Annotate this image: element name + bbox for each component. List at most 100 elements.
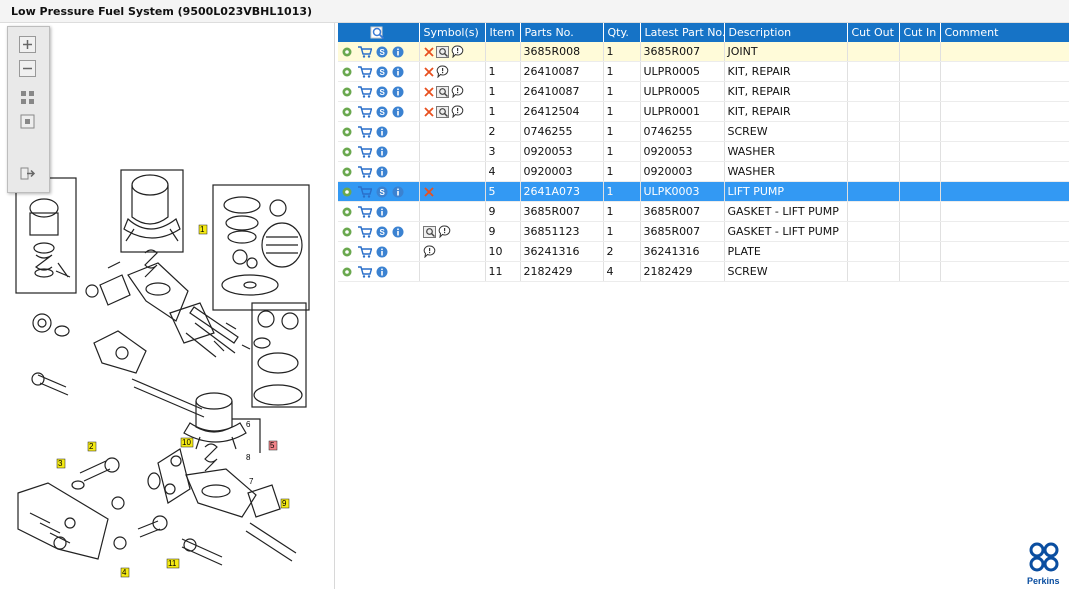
note-icon[interactable] xyxy=(435,85,450,98)
cell-qty: 1 xyxy=(603,181,641,202)
cart-icon[interactable] xyxy=(357,106,372,118)
info-icon[interactable] xyxy=(392,106,404,118)
info-icon[interactable] xyxy=(392,186,404,198)
info-icon[interactable] xyxy=(376,266,388,278)
info-icon[interactable] xyxy=(392,226,404,238)
cart-icon[interactable] xyxy=(357,186,372,198)
comment-icon[interactable] xyxy=(436,65,449,79)
info-icon[interactable] xyxy=(392,86,404,98)
diagram-pane[interactable]: 1 2 3 4 5 6 7 8 9 10 11 xyxy=(0,23,335,589)
s-icon[interactable]: S xyxy=(376,46,388,58)
cart-icon[interactable] xyxy=(357,66,372,78)
info-icon[interactable] xyxy=(376,126,388,138)
exploded-parts-diagram[interactable]: 1 2 3 4 5 6 7 8 9 10 11 xyxy=(0,23,334,589)
comment-icon[interactable] xyxy=(423,245,436,259)
header-latest-part-no[interactable]: Latest Part No. xyxy=(640,23,725,42)
info-icon[interactable] xyxy=(376,146,388,158)
cross-icon[interactable] xyxy=(423,106,435,118)
cart-icon[interactable] xyxy=(357,206,372,218)
zoom-in-button[interactable] xyxy=(19,36,36,53)
gear-icon[interactable] xyxy=(341,266,353,278)
note-icon[interactable] xyxy=(435,105,450,118)
gear-icon[interactable] xyxy=(341,146,353,158)
actual-size-button[interactable] xyxy=(19,113,36,130)
comment-icon[interactable] xyxy=(451,85,464,99)
minus-icon xyxy=(19,60,36,77)
cross-icon[interactable] xyxy=(423,186,435,198)
cell-latest-part-no: ULPK0003 xyxy=(640,181,725,202)
header-comment[interactable]: Comment xyxy=(940,23,1069,42)
s-icon[interactable]: S xyxy=(376,186,388,198)
cart-icon[interactable] xyxy=(357,46,372,58)
info-icon[interactable] xyxy=(376,206,388,218)
cart-icon[interactable] xyxy=(357,126,372,138)
comment-icon[interactable] xyxy=(451,45,464,59)
cart-icon[interactable] xyxy=(357,86,372,98)
cell-parts-no: 3685R008 xyxy=(520,42,604,62)
cart-icon[interactable] xyxy=(357,166,372,178)
comment-icon[interactable] xyxy=(438,225,451,239)
s-icon[interactable]: S xyxy=(376,226,388,238)
callout-2: 2 xyxy=(89,442,94,451)
gear-icon[interactable] xyxy=(341,106,353,118)
cell-description: WASHER xyxy=(724,141,848,162)
header-actions[interactable] xyxy=(338,23,420,42)
note-icon[interactable] xyxy=(435,45,450,58)
info-icon[interactable] xyxy=(376,166,388,178)
gear-icon[interactable] xyxy=(341,66,353,78)
header-symbols[interactable]: Symbol(s) xyxy=(419,23,486,42)
cell-latest-part-no: 0920003 xyxy=(640,161,725,182)
gear-icon[interactable] xyxy=(341,86,353,98)
cart-icon[interactable] xyxy=(357,266,372,278)
cell-cut-in xyxy=(899,141,941,162)
zoom-out-button[interactable] xyxy=(19,60,36,77)
s-icon[interactable]: S xyxy=(376,66,388,78)
cell-parts-no: 0920003 xyxy=(520,161,604,182)
info-icon[interactable] xyxy=(376,246,388,258)
header-parts-no[interactable]: Parts No. xyxy=(520,23,604,42)
gear-icon[interactable] xyxy=(341,246,353,258)
header-cut-in[interactable]: Cut In xyxy=(899,23,941,42)
cross-icon[interactable] xyxy=(423,66,435,78)
note-icon[interactable] xyxy=(422,225,437,238)
fit-view-button[interactable] xyxy=(19,89,36,106)
cross-icon[interactable] xyxy=(423,46,435,58)
cart-icon[interactable] xyxy=(357,226,372,238)
header-item[interactable]: Item xyxy=(485,23,521,42)
gear-icon[interactable] xyxy=(341,166,353,178)
cell-cut-in xyxy=(899,61,941,82)
row-symbols xyxy=(419,42,486,62)
export-button[interactable] xyxy=(19,165,36,182)
s-icon[interactable]: S xyxy=(376,106,388,118)
gear-icon[interactable] xyxy=(341,126,353,138)
comment-icon[interactable] xyxy=(451,105,464,119)
header-cut-out[interactable]: Cut Out xyxy=(847,23,900,42)
cross-icon[interactable] xyxy=(423,86,435,98)
gear-icon[interactable] xyxy=(341,206,353,218)
gear-icon[interactable] xyxy=(341,186,353,198)
gear-icon[interactable] xyxy=(341,226,353,238)
info-icon[interactable] xyxy=(392,46,404,58)
gear-icon[interactable] xyxy=(341,46,353,58)
header-description[interactable]: Description xyxy=(724,23,848,42)
info-icon[interactable] xyxy=(392,66,404,78)
callout-9: 9 xyxy=(282,499,287,508)
s-icon[interactable]: S xyxy=(376,86,388,98)
cart-icon[interactable] xyxy=(357,246,372,258)
header-qty[interactable]: Qty. xyxy=(603,23,641,42)
row-symbols xyxy=(419,261,486,282)
cart-icon[interactable] xyxy=(357,146,372,158)
cell-latest-part-no: ULPR0005 xyxy=(640,61,725,82)
